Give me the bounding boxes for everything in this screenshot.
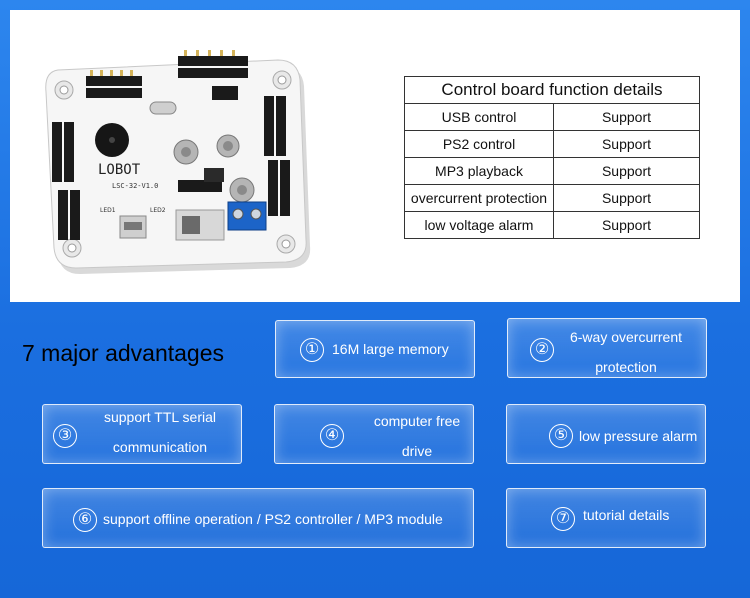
advantage-text: low pressure alarm [579,428,698,444]
advantage-card-7: ⑦ tutorial details [506,488,706,548]
board-model-text: LSC-32-V1.0 [112,182,158,190]
advantage-text-line1: 6-way overcurrent [569,329,683,345]
value-cell: Support [553,130,700,158]
board-led1-label: LED1 [100,207,116,214]
value-cell: Support [553,184,700,212]
number-badge: ③ [53,424,77,448]
number-badge: ⑤ [549,424,573,448]
table-row: overcurrent protection Support [404,184,700,212]
advantage-card-6: ⑥ support offline operation / PS2 contro… [42,488,474,548]
number-badge: ④ [320,424,344,448]
advantage-card-2: ② 6-way overcurrent protection [507,318,707,378]
table-row: low voltage alarm Support [404,211,700,239]
table-title: Control board function details [404,76,700,104]
function-details-table: Control board function details USB contr… [404,76,700,239]
table-row: MP3 playback Support [404,157,700,185]
value-cell: Support [553,157,700,185]
controller-board-image: LOBOT LSC-32-V1.0 LED1 LED2 [28,40,318,280]
advantage-text: 16M large memory [332,341,449,357]
value-cell: Support [553,103,700,131]
advantage-card-5: ⑤ low pressure alarm [506,404,706,464]
feature-cell: low voltage alarm [404,211,554,239]
advantage-text-line1: support TTL serial [103,409,217,425]
number-badge: ⑦ [551,507,575,531]
number-badge: ② [530,338,554,362]
value-cell: Support [553,211,700,239]
advantage-card-4: ④ computer free drive [274,404,474,464]
advantages-heading: 7 major advantages [22,340,225,366]
feature-cell: PS2 control [404,130,554,158]
table-header-row: Control board function details [404,76,700,104]
advantage-text: support offline operation / PS2 controll… [103,511,443,527]
feature-cell: USB control [404,103,554,131]
advantage-text-line2: communication [112,439,208,455]
advantage-text-line1: computer free [373,413,461,429]
number-badge: ⑥ [73,508,97,532]
advantage-card-1: ① 16M large memory [275,320,475,378]
advantage-text-line2: drive [401,443,433,459]
table-row: USB control Support [404,103,700,131]
number-badge: ① [300,338,324,362]
feature-cell: MP3 playback [404,157,554,185]
advantage-text-line2: protection [595,359,657,375]
feature-cell: overcurrent protection [404,184,554,212]
board-led2-label: LED2 [150,207,166,214]
table-row: PS2 control Support [404,130,700,158]
advantage-card-3: ③ support TTL serial communication [42,404,242,464]
advantage-text: tutorial details [583,507,670,523]
board-brand-text: LOBOT [98,162,141,178]
